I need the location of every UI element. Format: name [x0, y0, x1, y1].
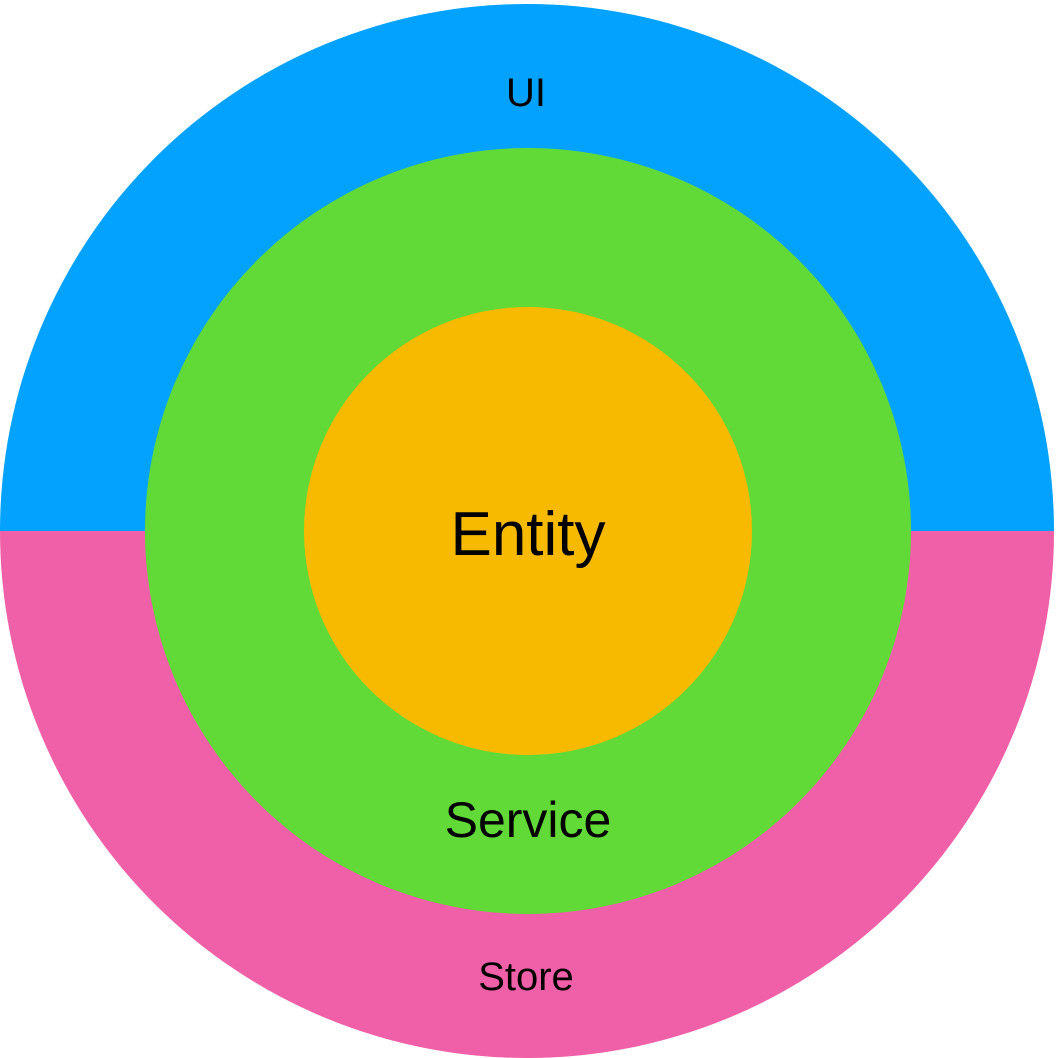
- entity-label: Entity: [450, 500, 605, 569]
- entity-layer-circle: [304, 307, 752, 755]
- store-label: Store: [478, 955, 574, 999]
- service-label: Service: [445, 792, 612, 848]
- ui-label: UI: [506, 71, 546, 115]
